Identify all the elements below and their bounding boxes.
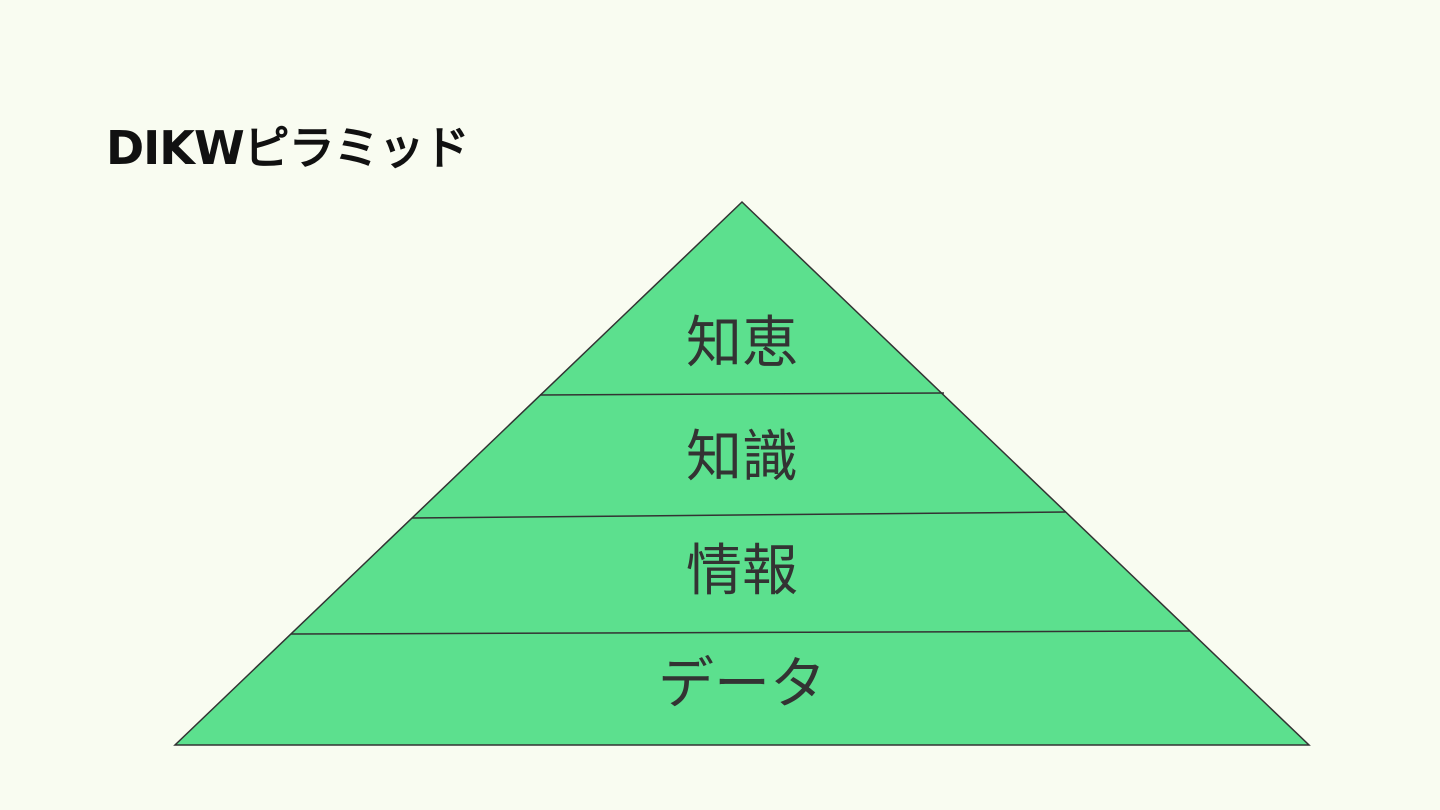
tier-label-information: 情報: [686, 539, 798, 604]
tier-divider-information-data: [290, 630, 1191, 635]
tier-divider-wisdom-knowledge: [539, 392, 945, 396]
pyramid-body: [173, 200, 1311, 746]
tier-divider-knowledge-information: [411, 511, 1067, 519]
slide-title: DIKWピラミッド: [106, 121, 470, 175]
tier-label-wisdom: 知恵: [686, 311, 798, 376]
tier-label-knowledge: 知識: [686, 425, 798, 490]
tier-label-data: データ: [658, 652, 826, 717]
